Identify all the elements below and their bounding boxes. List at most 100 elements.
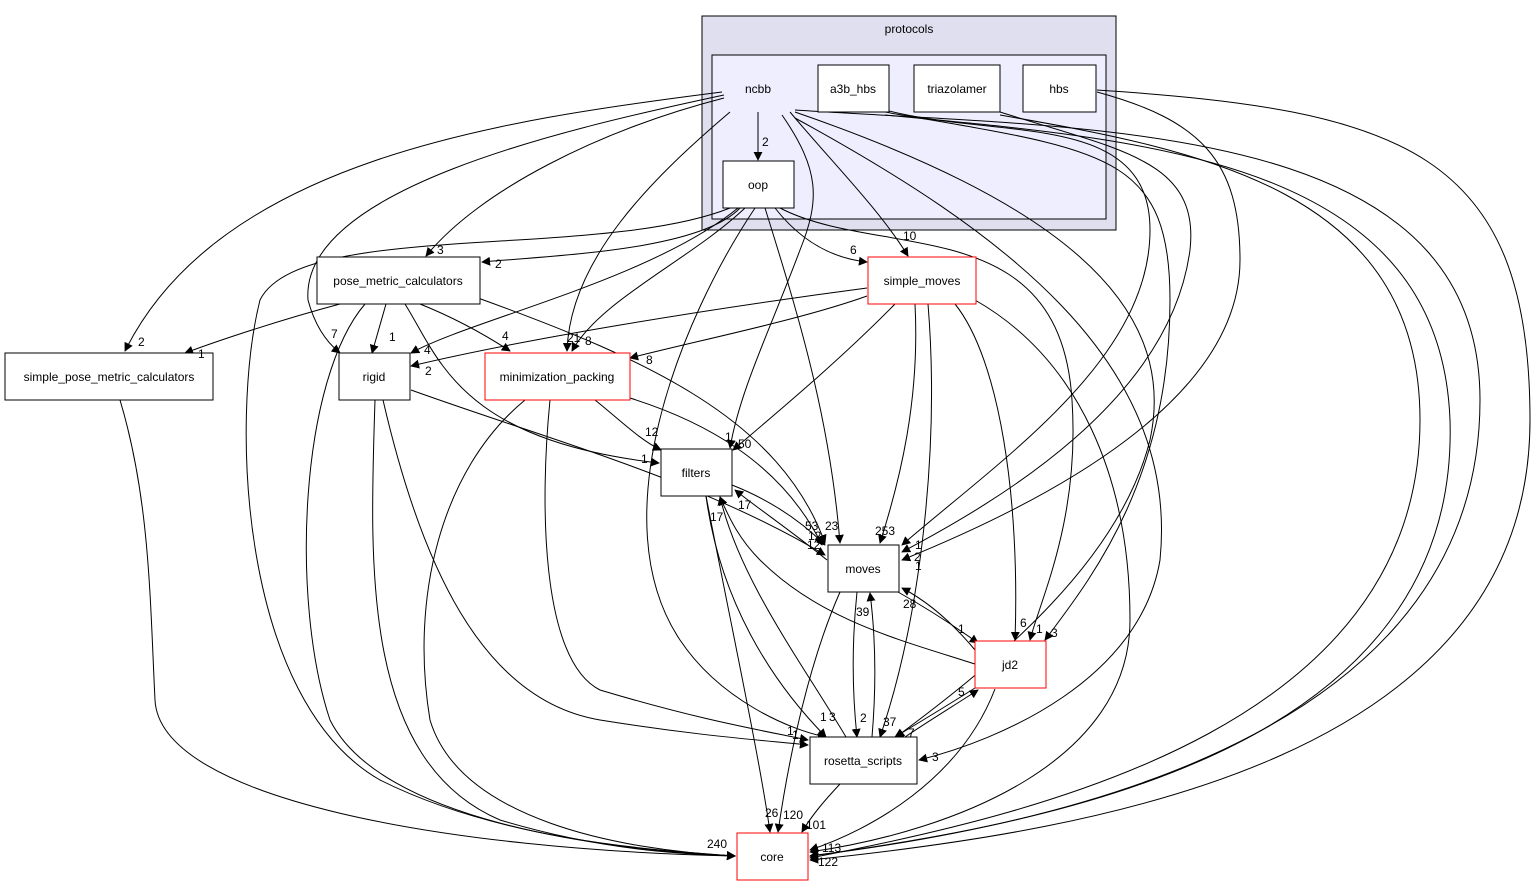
edge-label-hbs-moves: 1 [915,559,922,573]
edge-tri-moves [901,111,1192,553]
edge-label-jd2-moves: 28 [903,597,917,611]
edge-label-moves-rs: 39 [856,605,870,619]
edge-hbs-moves [901,91,1241,562]
edge-label-a3b-jd2: 3 [1051,626,1058,640]
node-ncbb-label: ncbb [745,82,771,96]
edge-label-mp-core: 26 [765,806,779,820]
edge-a3b-jd2 [884,111,1171,641]
edge-oop-rs [646,207,827,740]
node-filters[interactable]: filters [660,448,733,497]
node-oop-label: oop [748,178,768,192]
edge-oop-jd2 [779,207,1074,641]
edge-label-mp-filters: 12 [645,425,659,439]
edge-jd2-filters [719,496,976,665]
edge-label-ncbb-mp: 21 [567,331,581,345]
node-simple_pose_metric_calculators[interactable]: simple_pose_metric_calculators [4,352,214,401]
edge-rigid-core [372,399,736,861]
edge-moves-jd2 [897,591,979,644]
edge-jd2-core [809,688,996,852]
edge-moves-core [774,591,841,833]
edge-rigid-moves [410,389,826,556]
node-hbs[interactable]: hbs [1022,64,1097,113]
edge-sm-core [809,299,1131,856]
edge-label-ncbb-rs: 3 [932,750,939,764]
edge-label-ncbb-spmc: 2 [138,335,145,349]
edge-sm-moves [878,303,917,544]
node-rosetta_scripts[interactable]: rosetta_scripts [809,736,918,785]
node-moves[interactable]: moves [827,544,900,593]
edge-label-pmc-rigid: 1 [389,330,396,344]
edge-spmc-core [119,399,736,861]
edge-rs-core [801,783,841,833]
node-triazolamer[interactable]: triazolamer [913,64,1001,113]
edge-tri-core [809,114,1421,861]
cluster-protocols-label: protocols [885,22,934,36]
edges [119,89,1531,864]
edge-moves-filters [734,489,828,561]
edge-label-sm-rs: 37 [883,715,897,729]
edge-sm-rigid [410,287,868,369]
node-moves-label: moves [845,562,880,576]
edge-oop-core [245,207,736,860]
edge-label-oop-pmc: 2 [495,257,502,271]
edge-label-filters-core: 17 [710,510,724,524]
edge-label-core-hidden: 122 [818,855,838,869]
node-a3b_hbs[interactable]: a3b_hbs [817,64,890,113]
edge-label-tri-moves: 2 [914,550,921,564]
node-minimization_packing-label: minimization_packing [500,370,615,384]
edge-label-moves-filters: 17 [738,498,752,512]
edge-label-rs-jd2: 5 [958,685,965,699]
edge-label-ncbb-oop: 2 [762,135,769,149]
edge-oop-rigid [410,207,739,354]
node-ncbb[interactable]: ncbb [745,82,771,96]
edge-oop-moves [764,207,844,544]
edge-ncbb-filters [726,114,814,449]
edge-jd2-rs [894,687,976,738]
node-rigid-label: rigid [363,370,386,384]
edge-label-rs-core: 101 [806,818,826,832]
edge-labels: 2 3 2 10 2 6 4 8 1 1 4 7 21 8 2 12 1 50 … [138,135,1058,869]
edge-moves-rs [851,591,861,738]
edge-mp-core [423,399,736,861]
edge-label-ncbb-sm: 10 [903,229,917,243]
edge-jd2-moves [901,587,976,651]
node-minimization_packing[interactable]: minimization_packing [484,352,631,401]
edge-label-pmc-core: 7 [331,327,338,341]
node-triazolamer-label: triazolamer [927,82,986,96]
edge-label-jd2-rs: 7 [908,726,915,740]
edge-label-rs-moves: 2 [860,711,867,725]
edge-label-pmc-mp: 4 [502,329,509,343]
edge-sm-jd2 [954,303,1020,641]
node-simple_moves-label: simple_moves [884,274,961,288]
edge-mp-filters [594,399,662,451]
node-a3b_hbs-label: a3b_hbs [830,82,876,96]
edge-oop-mp [571,207,746,352]
edge-label-sm-mp: 8 [646,353,653,367]
edge-label-filters-rs: 1 [820,710,827,724]
node-pose_metric_calculators[interactable]: pose_metric_calculators [316,256,481,305]
node-rigid[interactable]: rigid [338,352,411,401]
edge-ncbb-sm [789,111,909,257]
edge-label-spmc-core: 240 [707,837,727,851]
edge-label-oop-rigid: 4 [424,343,431,357]
edge-label-a3b-moves: 1 [915,538,922,552]
edge-label-sm-rigid: 2 [425,364,432,378]
edge-label-sm-moves: 253 [875,524,895,538]
edge-label-oop-sm: 6 [850,243,857,257]
edge-ncbb-pmc [425,97,725,257]
node-core[interactable]: core [736,832,809,881]
edge-label-rigid-rs: 1 [787,724,794,738]
edge-label-oop-moves: 23 [825,519,839,533]
edge-hbs-core [809,89,1531,864]
edge-ncbb-rs [794,117,1162,763]
edge-oop-pmc [481,207,741,266]
node-jd2[interactable]: jd2 [974,640,1047,689]
node-simple_moves[interactable]: simple_moves [867,256,977,305]
edge-label-ncbb-moves: 53 [805,519,819,533]
edge-label-jd2-core: 113 [822,841,841,855]
edge-label-ncbb-pmc: 3 [437,243,444,257]
edge-label-rigid-moves: 12 [807,538,821,552]
edge-sm-filters [732,303,896,451]
node-oop[interactable]: oop [722,160,795,209]
